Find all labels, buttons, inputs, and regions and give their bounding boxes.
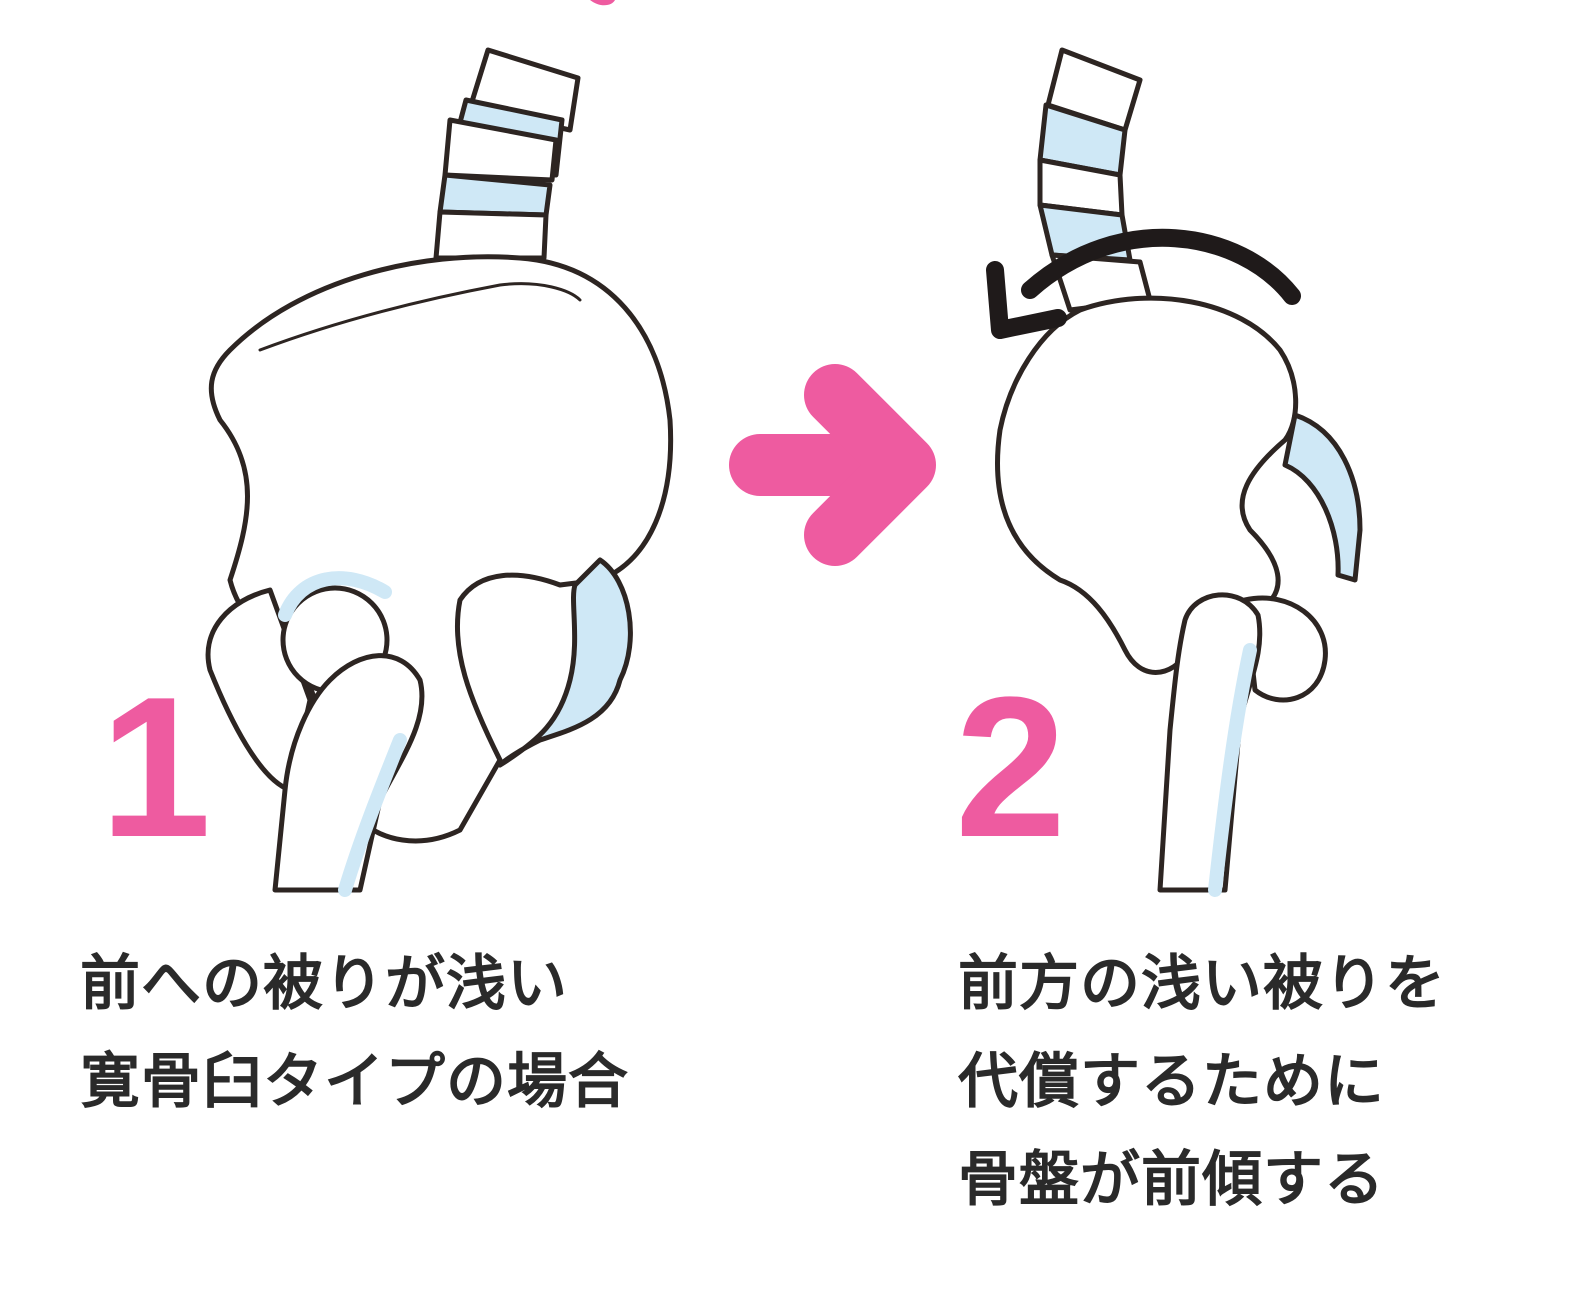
caption-1: 前への被りが浅い 寛骨臼タイプの場合 (80, 935, 629, 1131)
femur-1 (272, 653, 425, 893)
caption-line: 代償するために (958, 1047, 1385, 1117)
caption-line: 骨盤が前傾する (958, 1145, 1385, 1215)
right-arrow-icon (729, 364, 936, 566)
lumbar-spine-2 (1037, 47, 1153, 313)
sacrum-2 (1282, 412, 1363, 583)
caption-line: 前への被りが浅い (80, 949, 568, 1019)
panel-number-1: 1 (100, 656, 212, 879)
rotation-arrow-icon (1021, 228, 1301, 305)
caption-2: 前方の浅い被りを 代償するために 骨盤が前傾する (958, 935, 1446, 1229)
femur-2 (1157, 592, 1263, 893)
ischium-2 (1242, 595, 1328, 703)
caption-line: 前方の浅い被りを (958, 949, 1446, 1019)
sacrum-1 (497, 557, 633, 768)
caption-line: 寛骨臼タイプの場合 (80, 1047, 629, 1117)
lumbar-spine-1 (433, 47, 581, 261)
panel-number-2: 2 (955, 656, 1067, 879)
